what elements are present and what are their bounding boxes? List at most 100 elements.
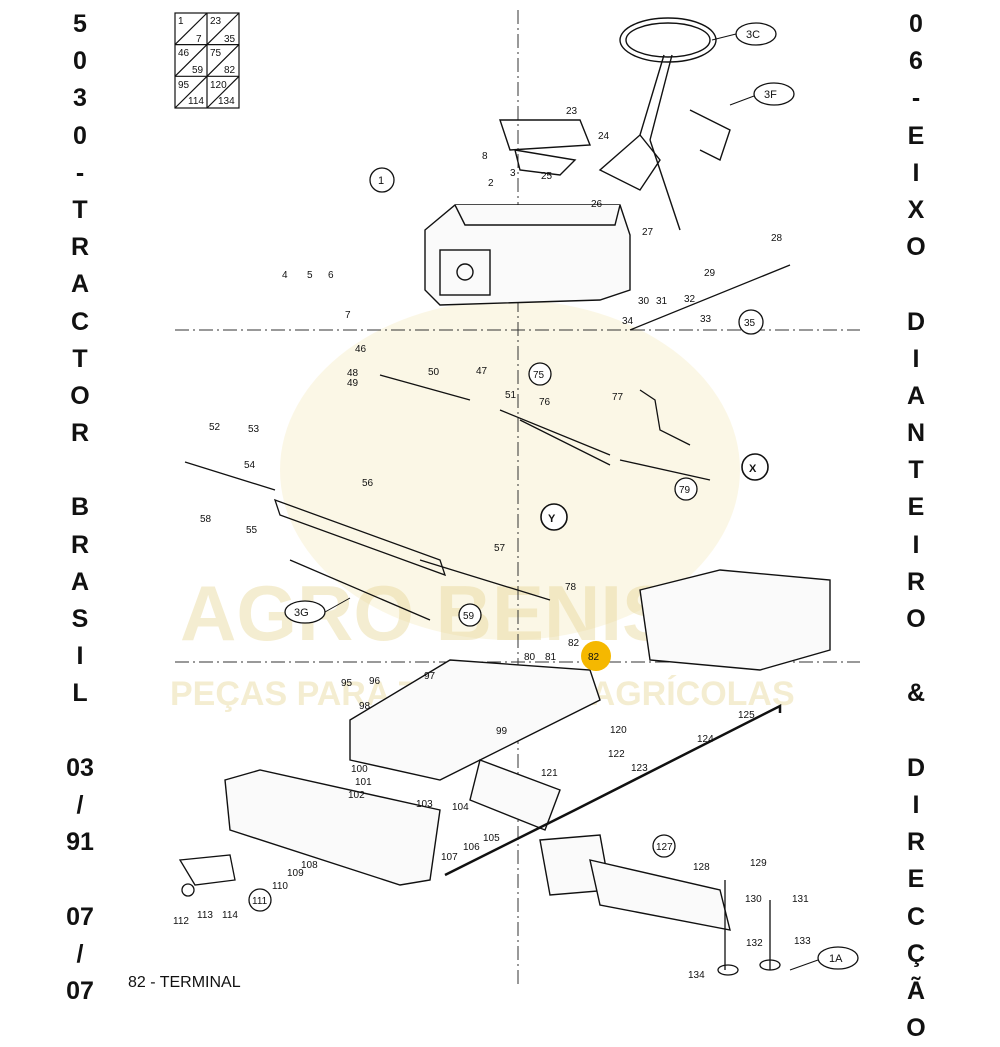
- left-title-char: /: [76, 790, 84, 819]
- part-label: 120: [610, 725, 627, 736]
- part-label: 106: [463, 842, 480, 853]
- left-title-char: 5: [73, 10, 87, 38]
- part-label: 104: [452, 802, 469, 813]
- right-title-char: N: [906, 419, 926, 448]
- steering-wheel: [598, 17, 731, 231]
- callout-label: 3F: [764, 89, 777, 101]
- left-title-char: 91: [66, 828, 94, 857]
- callout-label: 127: [656, 842, 673, 853]
- part-label: 48: [347, 368, 359, 379]
- callout-circle: [540, 503, 568, 531]
- part-label: 30: [638, 296, 650, 307]
- right-title-char: I: [912, 158, 920, 187]
- right-title-char: D: [906, 753, 926, 782]
- part-label: 105: [483, 833, 500, 844]
- grid-label: 7: [196, 34, 202, 45]
- part-label: 123: [631, 763, 648, 774]
- highlight-terminal-82[interactable]: 82: [581, 641, 611, 671]
- grid-label: 95: [178, 80, 190, 91]
- left-title-char: R: [70, 530, 90, 559]
- left-title-char: A: [70, 567, 90, 596]
- right-title-char: E: [907, 865, 925, 894]
- callout-circle: [528, 362, 552, 386]
- part-label: 4: [282, 270, 288, 281]
- part-label: 56: [362, 478, 374, 489]
- callout-label: 1: [378, 175, 384, 187]
- part-label: 49: [347, 378, 359, 389]
- grid-label: 120: [210, 80, 227, 91]
- callout-circle: [369, 167, 395, 193]
- part-label: 131: [792, 894, 809, 905]
- part-label: 50: [428, 367, 440, 378]
- part-label: 32: [684, 294, 696, 305]
- callout-label: 79: [679, 485, 691, 496]
- part-label: 129: [750, 858, 767, 869]
- part-label: 77: [612, 392, 624, 403]
- part-label: 23: [566, 106, 578, 117]
- callout-circle: [652, 834, 676, 858]
- part-label: 96: [369, 676, 381, 687]
- callout-circle: [753, 82, 795, 106]
- part-label: 7: [345, 310, 351, 321]
- part-label: 8: [482, 151, 488, 162]
- part-label: 103: [416, 799, 433, 810]
- right-title-char: I: [912, 530, 920, 559]
- tie-rods: [184, 264, 791, 621]
- left-title-char: B: [70, 493, 90, 522]
- axle-support: [224, 569, 831, 931]
- part-label: 82: [568, 638, 580, 649]
- part-label: 25: [541, 171, 553, 182]
- part-label: 57: [494, 543, 506, 554]
- left-title-char: 03: [66, 753, 94, 782]
- part-label: 26: [591, 199, 603, 210]
- part-label: 24: [598, 131, 610, 142]
- left-title-char: 0: [73, 121, 87, 150]
- grid-label: 134: [218, 96, 235, 107]
- grid-label: 23: [210, 16, 222, 27]
- part-label: 28: [771, 233, 783, 244]
- part-label: 31: [656, 296, 668, 307]
- part-label: 58: [200, 514, 212, 525]
- part-label: 27: [642, 227, 654, 238]
- part-label: 97: [424, 671, 436, 682]
- right-title-char: O: [906, 1014, 926, 1043]
- part-label: 52: [209, 422, 221, 433]
- right-title-char: D: [906, 307, 926, 336]
- grid-label: 82: [224, 65, 236, 76]
- grid-label: 1: [178, 16, 184, 27]
- part-label: 128: [693, 862, 710, 873]
- part-label: 54: [244, 460, 256, 471]
- caption: 82 - TERMINAL: [128, 974, 241, 991]
- right-title-char: I: [912, 790, 920, 819]
- callout-circle: [738, 309, 764, 335]
- part-label: 34: [622, 316, 634, 327]
- highlight-circle[interactable]: [581, 641, 611, 671]
- part-label: 98: [359, 701, 371, 712]
- right-title-char: 0: [909, 10, 923, 38]
- grid-label: 114: [188, 96, 204, 107]
- callout-circle: [741, 453, 769, 481]
- watermark: AGRO BENIS PEÇAS PARA TRATORES AGRÍCOLAS: [170, 300, 795, 713]
- left-title-char: C: [70, 307, 90, 336]
- left-title-char: S: [71, 605, 89, 633]
- right-title-char: E: [907, 493, 925, 522]
- part-label: 121: [541, 768, 558, 779]
- part-label: 2: [488, 178, 494, 189]
- callouts: 1 3C 3F 3G 1A 35 75 79 59 111 127 X Y: [248, 22, 859, 971]
- right-title-char: -: [911, 84, 921, 113]
- part-label: 81: [545, 652, 557, 663]
- grid-label: 59: [192, 65, 204, 76]
- front-housing: [424, 119, 631, 306]
- part-label: 107: [441, 852, 458, 863]
- part-label: 3: [510, 168, 516, 179]
- index-grid: [174, 12, 240, 109]
- part-label: 5: [307, 270, 313, 281]
- highlight-label: 82: [588, 652, 600, 663]
- left-title-char: 3: [73, 84, 87, 113]
- right-title-char: Ã: [906, 976, 926, 1005]
- part-label: 29: [704, 268, 716, 279]
- part-label: 47: [476, 366, 488, 377]
- left-title-char: A: [70, 270, 90, 299]
- right-title-char: O: [906, 605, 926, 633]
- part-label: 132: [746, 938, 763, 949]
